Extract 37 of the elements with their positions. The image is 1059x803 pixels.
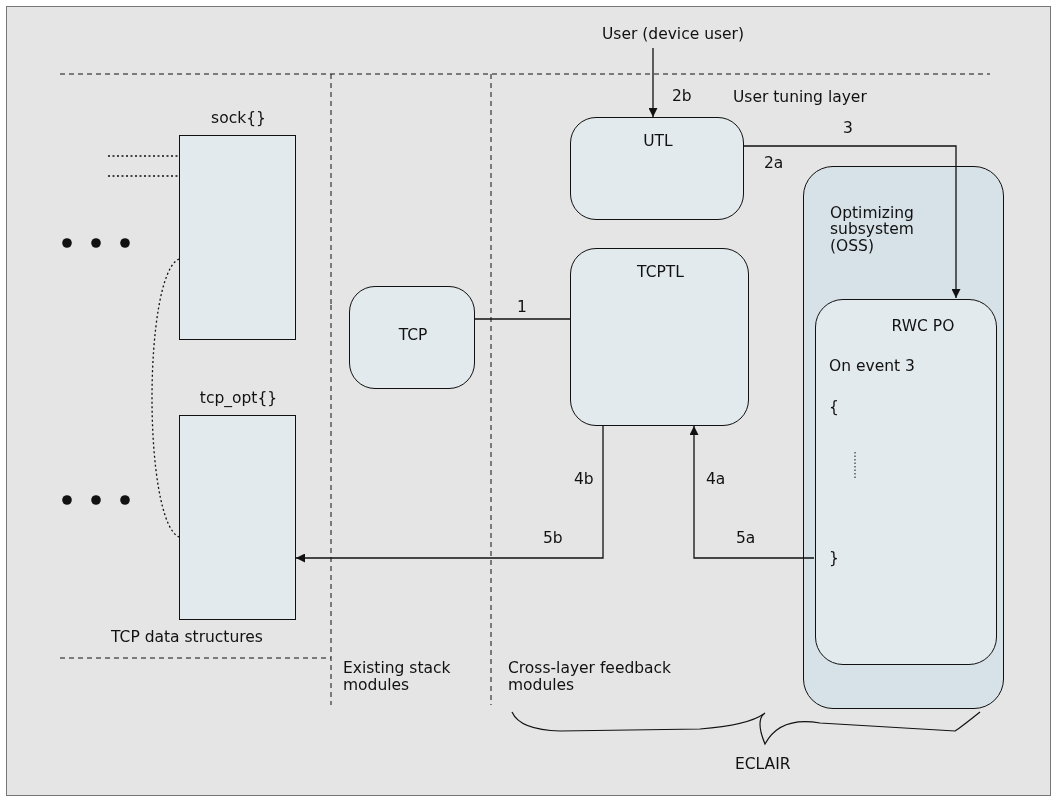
dotted-connector bbox=[107, 155, 180, 157]
dotted-connector bbox=[151, 258, 180, 538]
module-box bbox=[349, 286, 475, 389]
arrow bbox=[295, 425, 604, 563]
region-label: Cross-layer feedback modules bbox=[508, 660, 673, 695]
edge-label: 5b bbox=[543, 530, 563, 548]
region-label: Existing stack modules bbox=[343, 660, 452, 695]
module-name: TCP bbox=[397, 327, 429, 345]
module-name: UTL bbox=[642, 133, 674, 151]
arrow bbox=[689, 425, 815, 559]
edge-label: 5a bbox=[736, 530, 756, 548]
event-text: On event 3 bbox=[829, 358, 915, 376]
group-label: ECLAIR bbox=[735, 756, 791, 774]
step-label: 2a bbox=[764, 155, 784, 173]
module-name: TCPTL bbox=[636, 264, 685, 282]
step-label: 4a bbox=[706, 471, 726, 489]
module-box bbox=[570, 248, 749, 426]
code-brace: } bbox=[829, 550, 839, 568]
policy-box bbox=[815, 299, 997, 665]
actor-name: User (device user) bbox=[601, 26, 745, 44]
dotted-connector bbox=[107, 175, 180, 177]
struct-name: sock{} bbox=[210, 110, 267, 128]
subsystem-name: Optimizing subsystem (OSS) bbox=[830, 205, 915, 254]
policy-name: RWC PO bbox=[890, 318, 956, 336]
module-box bbox=[570, 117, 744, 220]
connector-line bbox=[474, 318, 571, 320]
edge-label: 2b bbox=[672, 88, 692, 106]
layer-label: User tuning layer bbox=[733, 89, 867, 107]
code-brace: { bbox=[829, 399, 839, 417]
edge-label: 3 bbox=[843, 120, 853, 138]
region-label: TCP data structures bbox=[111, 629, 263, 647]
arrow bbox=[648, 47, 658, 118]
subsystem-box bbox=[803, 166, 1004, 709]
step-label: 4b bbox=[574, 471, 594, 489]
struct-name: tcp_opt{} bbox=[198, 390, 279, 408]
edge-label: 1 bbox=[517, 299, 527, 317]
arrow bbox=[743, 145, 961, 299]
